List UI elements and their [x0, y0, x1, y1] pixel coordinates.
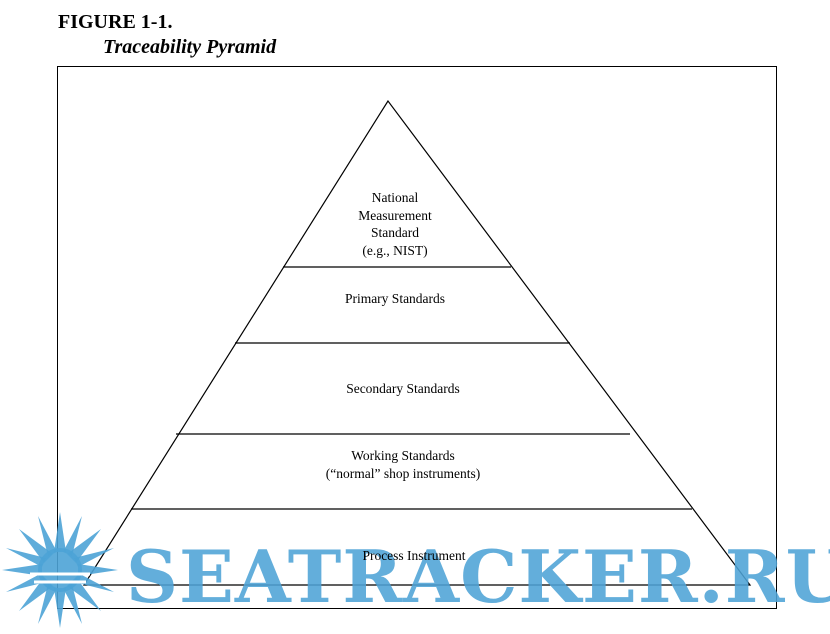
tier-label-line: Primary Standards	[345, 291, 445, 306]
figure-title: Traceability Pyramid	[103, 36, 277, 58]
tier-label-line: Measurement	[358, 208, 432, 223]
figure-frame	[57, 66, 777, 609]
tier-label-line: (“normal” shop instruments)	[326, 466, 480, 481]
tier-label-line: Standard	[371, 225, 419, 240]
tier-working-standards: Working Standards (“normal” shop instrum…	[326, 448, 480, 481]
sun-burst-logo-icon	[2, 512, 118, 628]
tier-label-line: Working Standards	[351, 448, 455, 463]
tier-secondary-standards: Secondary Standards	[346, 381, 460, 396]
tier-national-standard: National Measurement Standard (e.g., NIS…	[358, 190, 432, 258]
tier-process-instrument: Process Instrument	[362, 548, 465, 563]
tier-label-line: (e.g., NIST)	[362, 243, 427, 258]
tier-label-line: Process Instrument	[362, 548, 465, 563]
tier-primary-standards: Primary Standards	[345, 291, 445, 306]
watermark-text: SEATRACKER.RU	[126, 534, 830, 619]
tier-label-line: Secondary Standards	[346, 381, 460, 396]
tier-label-line: National	[372, 190, 419, 205]
figure-label: FIGURE 1-1.	[58, 11, 173, 33]
